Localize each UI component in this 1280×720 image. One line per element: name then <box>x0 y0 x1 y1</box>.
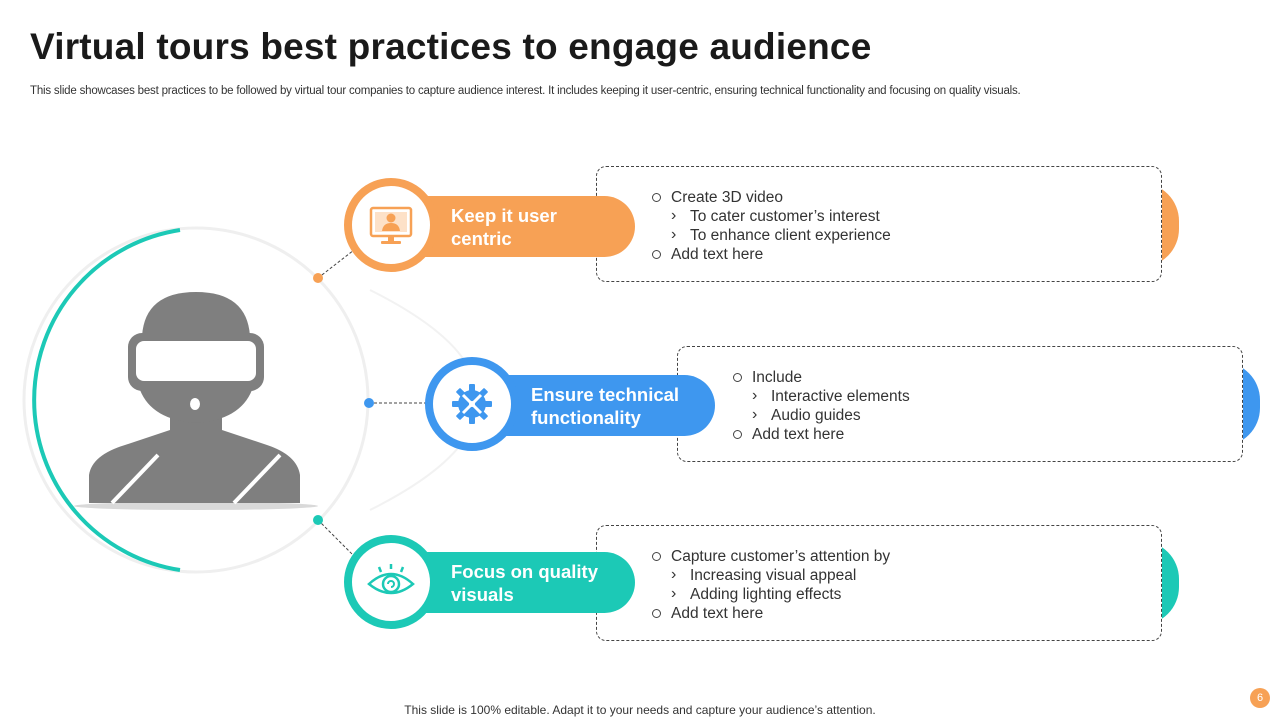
slide-footer: This slide is 100% editable. Adapt it to… <box>404 703 876 717</box>
vr-headset-person-icon <box>74 292 318 510</box>
slide-subtitle: This slide showcases best practices to b… <box>30 85 1021 97</box>
list-subitem: Increasing visual appeal <box>651 565 1161 585</box>
slide-title: Virtual tours best practices to engage a… <box>30 26 872 67</box>
list-item: Include <box>732 368 1242 387</box>
pill-label-line1: Ensure technical <box>531 383 680 405</box>
list-item: Add text here <box>732 425 1242 444</box>
badge-technical-functionality <box>425 357 519 451</box>
details-box-quality-visuals: Capture customer’s attention by Increasi… <box>596 525 1162 641</box>
connector-teal <box>317 519 355 557</box>
pill-technical-functionality: Ensure technical functionality <box>503 375 715 436</box>
teal-arc <box>32 228 181 572</box>
gear-tools-icon <box>452 384 492 424</box>
page-number-badge: 6 <box>1250 688 1270 708</box>
list-subitem: Adding lighting effects <box>651 584 1161 604</box>
list-subitem: To enhance client experience <box>651 225 1161 245</box>
connector-dot-blue <box>364 398 374 408</box>
list-item: Create 3D video <box>651 188 1161 207</box>
pill-user-centric: Keep it user centric <box>423 196 635 257</box>
list-item: Add text here <box>651 604 1161 623</box>
pill-label-line1: Focus on quality <box>451 560 598 582</box>
pill-label-line2: functionality <box>531 406 641 428</box>
connector-dot-teal <box>313 515 323 525</box>
pill-label-line1: Keep it user <box>451 204 557 226</box>
list-item: Add text here <box>651 245 1161 264</box>
pill-quality-visuals: Focus on quality visuals <box>423 552 635 613</box>
badge-quality-visuals <box>344 535 438 629</box>
list-item: Capture customer’s attention by <box>651 547 1161 566</box>
list-subitem: Audio guides <box>732 405 1242 425</box>
connector-orange <box>317 249 355 279</box>
guide-arc-upper <box>369 289 471 371</box>
details-box-technical-functionality: Include Interactive elements Audio guide… <box>677 346 1243 462</box>
connector-dot-orange <box>313 273 323 283</box>
badge-user-centric <box>344 178 438 272</box>
pill-label-line2: visuals <box>451 583 514 605</box>
pill-label-line2: centric <box>451 227 512 249</box>
details-box-user-centric: Create 3D video To cater customer’s inte… <box>596 166 1162 282</box>
list-subitem: To cater customer’s interest <box>651 206 1161 226</box>
monitor-user-icon <box>369 206 413 244</box>
list-subitem: Interactive elements <box>732 386 1242 406</box>
eye-icon <box>367 564 415 595</box>
